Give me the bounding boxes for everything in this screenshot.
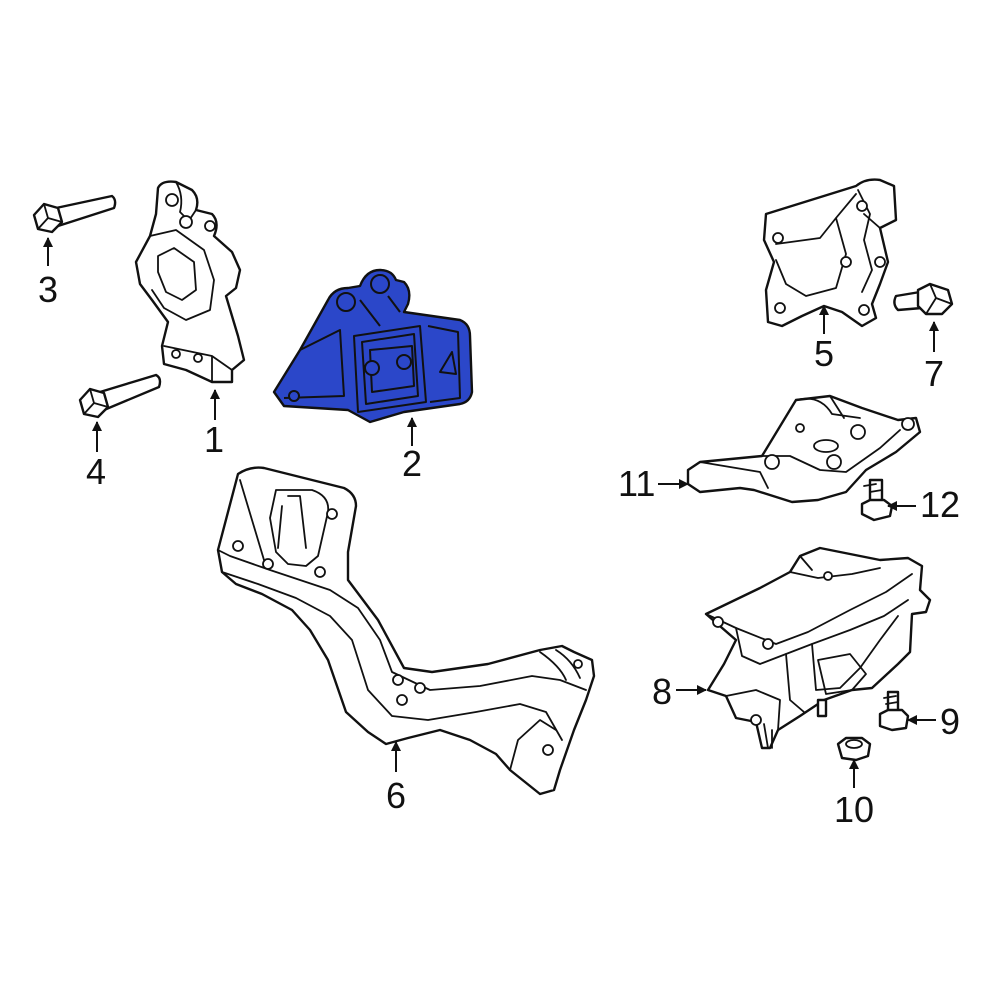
part-10-nut[interactable]: [836, 736, 872, 762]
part-3-bolt[interactable]: [32, 194, 117, 234]
callout-5: 5: [814, 333, 834, 374]
callout-2: 2: [402, 443, 422, 484]
part-1-mount-bracket[interactable]: [134, 180, 246, 384]
callout-3: 3: [38, 269, 58, 310]
part-5-bracket[interactable]: [762, 178, 898, 328]
part-12-bolt[interactable]: [860, 478, 894, 522]
leader-lines: [43, 237, 939, 788]
callout-6: 6: [386, 775, 406, 816]
callout-12: 12: [920, 484, 960, 525]
callout-1: 1: [204, 419, 224, 460]
callout-4: 4: [86, 451, 106, 492]
callout-10: 10: [834, 789, 874, 830]
part-9-bolt[interactable]: [878, 690, 910, 732]
callout-7: 7: [924, 353, 944, 394]
part-8-mount-assembly[interactable]: [704, 546, 932, 750]
callout-11: 11: [618, 463, 655, 504]
part-2-transmission-mount[interactable]: [272, 268, 474, 424]
part-11-plate[interactable]: [686, 394, 922, 504]
callout-9: 9: [940, 701, 960, 742]
callout-8: 8: [652, 671, 672, 712]
part-6-crossmember[interactable]: [216, 466, 596, 796]
callout-labels: 3 4 1 2 5 7 11 12 6 8 9 10: [38, 269, 960, 830]
part-4-bolt[interactable]: [78, 373, 162, 419]
part-7-bolt[interactable]: [893, 282, 954, 316]
